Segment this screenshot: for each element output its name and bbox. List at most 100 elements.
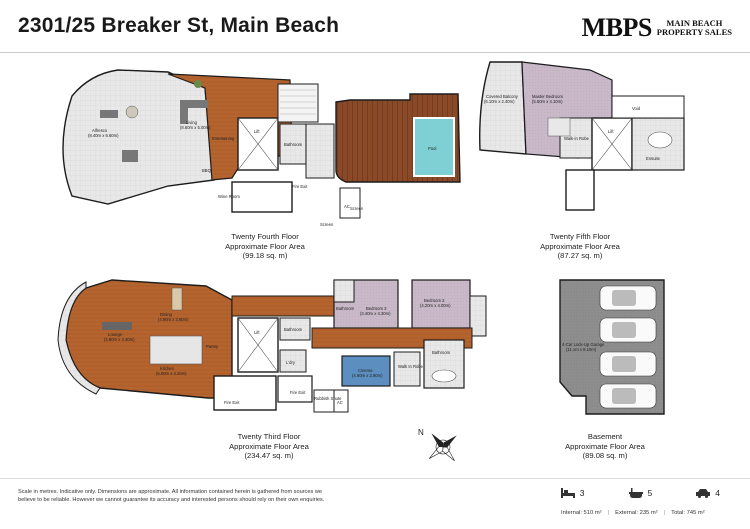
fire-exit-24: [231, 181, 293, 213]
label-screen-24b: Screen: [320, 222, 334, 227]
twenty-fourth-floor-plan: [62, 69, 461, 219]
floor-area: (89.08 sq. m): [582, 451, 628, 461]
living-wing-23: [65, 279, 233, 399]
label-living: Living: [186, 120, 198, 125]
label-fire-exit-23b: Fire Exit: [290, 390, 306, 395]
walk-in-robe-23: [393, 351, 421, 387]
label-lounge-dim: (4.80m x 4.40m): [104, 337, 135, 342]
disclaimer-line-2: believe to be reliable. However we canno…: [18, 496, 325, 503]
label-entertaining: Entertaining: [212, 136, 235, 141]
room-labels: Alfresco (8.40m x 6.60m) Living (8.60m x…: [88, 94, 661, 405]
alfresco-area: [62, 69, 215, 205]
floor-name: Twenty Fifth Floor: [549, 232, 611, 241]
disclaimer-line-1: Scale in metres. Indicative only. Dimens…: [18, 489, 322, 495]
label-wine-room: Wine Room: [218, 194, 240, 199]
external-area: External: 235 m²: [615, 510, 658, 516]
label-ensuite: Ensuite: [646, 156, 661, 161]
floor-subtitle: Approximate Floor Area: [225, 241, 305, 251]
property-stats: 3 5 4: [560, 488, 720, 498]
area-separator: |: [607, 510, 610, 516]
label-cinema: Cinema: [358, 368, 373, 373]
fire-exit-23b: [277, 375, 313, 403]
label-bathroom-23a: Bathroom: [284, 327, 303, 332]
footer: Scale in metres. Indicative only. Dimens…: [0, 478, 750, 529]
label-kitchen: Kitchen: [160, 366, 175, 371]
label-dining-dim: (4.90m x 3.60m): [158, 317, 189, 322]
bath-tub: [647, 131, 673, 149]
floor-area: (99.18 sq. m): [242, 251, 288, 261]
logo-sub-line-1: MAIN BEACH: [666, 18, 723, 28]
bathroom-23a: [279, 317, 311, 341]
stair-25: [565, 169, 595, 211]
bathrooms-stat: 5: [628, 488, 652, 498]
label-fire-exit-23a: Fire Exit: [224, 400, 240, 405]
page-title: 2301/25 Breaker St, Main Beach: [18, 14, 340, 37]
label-walk-in-robe-23: Walk In Robe: [398, 364, 424, 369]
label-lift-23: Lift: [254, 330, 260, 335]
floor-name: Twenty Fourth Floor: [231, 232, 299, 241]
balcony-23: [469, 295, 487, 337]
label-bathroom-23b: Bathroom: [336, 306, 355, 311]
stairwell: [277, 83, 319, 123]
label-lounge: Lounge: [108, 332, 123, 337]
twenty-fifth-floor-plan: [479, 61, 685, 211]
label-screen-24a: Screen: [350, 206, 364, 211]
garage: [559, 279, 665, 415]
label-dining: Dining: [160, 312, 173, 317]
bath-icon: [628, 488, 643, 498]
label-bedroom-3: Bedroom 3: [366, 306, 387, 311]
total-area: Total: 745 m²: [671, 510, 705, 516]
label-bedroom-2: Bedroom 2: [424, 298, 445, 303]
label-garage-dim: (11.1m x 8.10m): [566, 347, 597, 352]
floor-name: Basement: [587, 432, 623, 441]
hall-24: [305, 123, 335, 179]
laundry-23: [279, 349, 307, 373]
label-rubbish-shute: Rubbish Shute: [314, 396, 342, 401]
bed: [547, 117, 571, 137]
area-summary: Internal: 510 m² | External: 235 m² | To…: [555, 510, 711, 516]
caption-twenty-fourth-floor: Twenty Fourth Floor Approximate Floor Ar…: [200, 232, 330, 261]
label-alfresco: Alfresco: [92, 128, 108, 133]
fire-exit-23a: [213, 375, 277, 411]
bedrooms-stat: 3: [560, 488, 585, 498]
label-pool: Pool: [428, 146, 436, 151]
kitchen-23: [149, 335, 203, 365]
area-separator: |: [663, 510, 666, 516]
car-spaces-count: 4: [715, 488, 720, 498]
label-ac-24: AC: [344, 204, 350, 209]
car-spaces-stat: 4: [696, 488, 720, 498]
label-bathroom-24: Bathroom: [284, 142, 303, 147]
label-void: Void: [632, 106, 641, 111]
floor-area: (87.27 sq. m): [557, 251, 603, 261]
basement-plan: [559, 279, 665, 415]
label-ac-23: AC: [337, 400, 343, 405]
compass-icon: N: [418, 428, 457, 462]
caption-basement: Basement Approximate Floor Area (89.08 s…: [540, 432, 670, 461]
header-divider: [0, 52, 750, 53]
bed-icon: [560, 488, 575, 498]
label-bedroom-2-dim: (4.20m x 4.00m): [420, 303, 451, 308]
ac-24: [339, 187, 361, 219]
label-fire-exit-24: Fire Exit: [292, 184, 308, 189]
covered-balcony: [479, 61, 527, 155]
furniture-24: [100, 100, 208, 162]
label-bathroom-23c: Bathroom: [432, 350, 451, 355]
internal-area: Internal: 510 m²: [561, 510, 602, 516]
label-cinema-dim: (4.60m x 2.90m): [352, 373, 383, 378]
pool: [413, 117, 455, 177]
dining-table: [171, 287, 183, 311]
void: [611, 95, 685, 119]
label-laundry: L'dry: [286, 360, 296, 365]
bedrooms-count: 3: [579, 488, 585, 498]
terrace-23: [57, 281, 101, 395]
compass-north-label: N: [418, 428, 424, 437]
lounge-sofa: [102, 322, 132, 330]
twenty-third-floor-plan: [57, 279, 487, 413]
label-bedroom-3-dim: (3.40m x 4.30m): [360, 311, 391, 316]
label-master-bedroom: Master Bedroom: [532, 94, 563, 99]
car-icon: [696, 489, 711, 498]
floor-subtitle: Approximate Floor Area: [229, 441, 309, 451]
caption-twenty-fifth-floor: Twenty Fifth Floor Approximate Floor Are…: [515, 232, 645, 261]
label-master-bedroom-dim: (5.50m x 4.10m): [532, 99, 563, 104]
